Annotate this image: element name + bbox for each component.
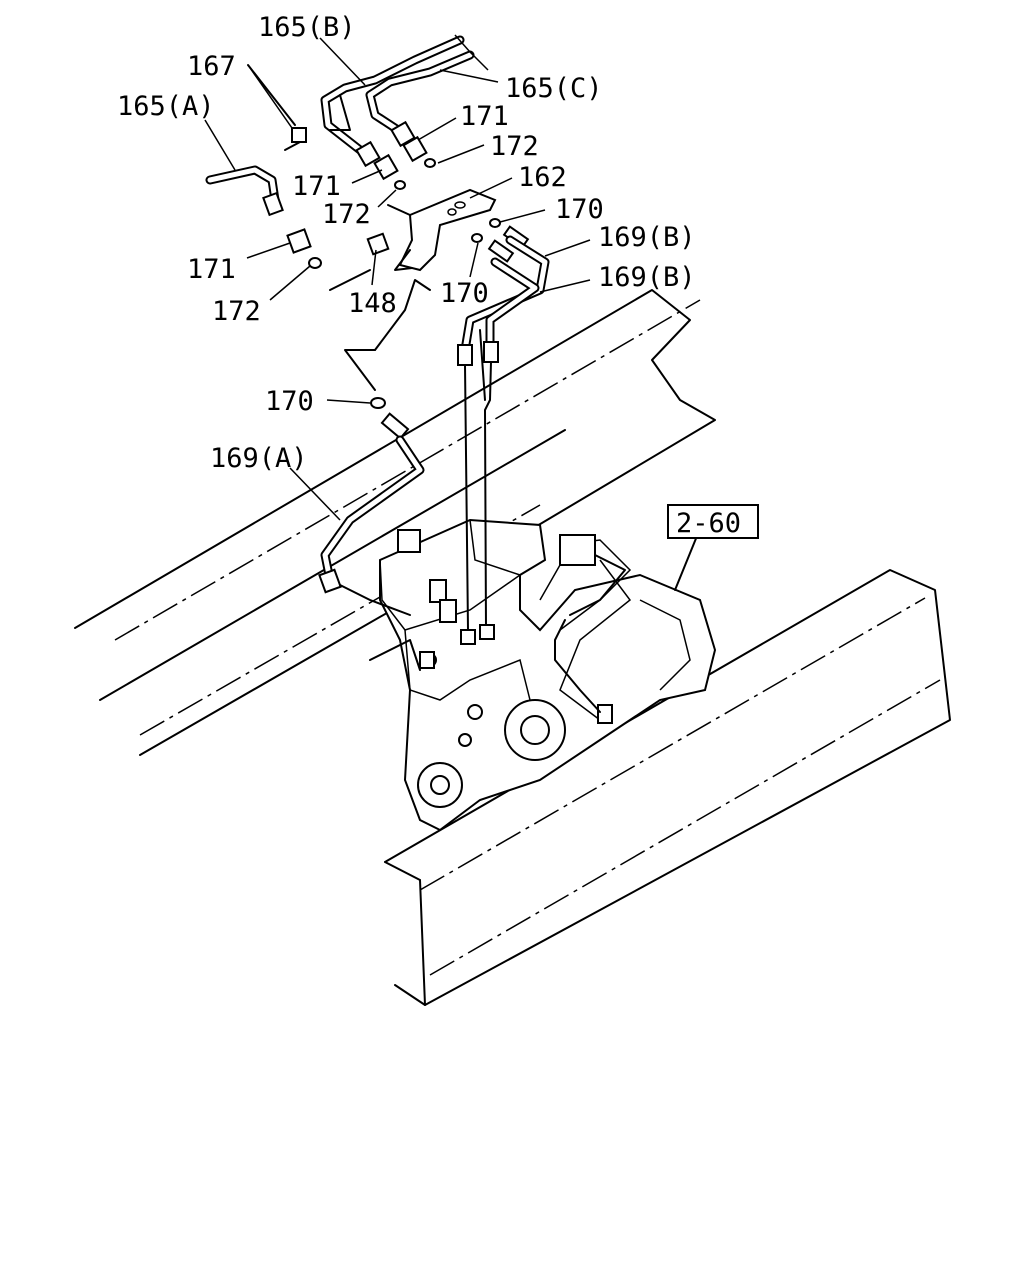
label-170-left: 170 [265, 386, 314, 417]
label-169b-2: 169(B) [598, 262, 696, 293]
engine-assembly [379, 518, 717, 832]
label-169b-1: 169(B) [598, 222, 696, 253]
banjo-fittings [370, 218, 530, 440]
pipe-169b [457, 235, 550, 645]
label-165c: 165(C) [505, 73, 603, 104]
label-169a: 169(A) [210, 443, 308, 474]
label-171-left: 171 [187, 254, 236, 285]
label-171-top: 171 [460, 101, 509, 132]
ref-box-2-60 [667, 504, 759, 539]
pipe-165b [320, 35, 465, 155]
leader-2-60 [674, 535, 698, 591]
label-170-mid: 170 [440, 278, 489, 309]
label-167: 167 [187, 51, 236, 82]
bracket-162 [387, 188, 497, 272]
label-162: 162 [518, 162, 567, 193]
frame-rail-upper [74, 289, 716, 756]
frame-rail-lower [384, 569, 951, 1006]
label-172-mid: 172 [322, 199, 371, 230]
label-170-top: 170 [555, 194, 604, 225]
part-labels: 165(B) 167 165(C) 165(A) 171 172 171 162… [117, 12, 759, 539]
pipe-169a [318, 435, 425, 616]
label-165a: 165(A) [117, 91, 215, 122]
label-ref-2-60: 2-60 [676, 508, 741, 539]
label-171-mid: 171 [292, 171, 341, 202]
label-172-top: 172 [490, 131, 539, 162]
label-172-left: 172 [212, 296, 261, 327]
pipe-165a [205, 165, 284, 217]
label-165b: 165(B) [258, 12, 356, 43]
fittings [284, 120, 436, 269]
callout-leaders [204, 37, 591, 521]
leader-lines [247, 64, 486, 671]
pipe-165c [365, 34, 489, 135]
label-148: 148 [348, 288, 397, 319]
